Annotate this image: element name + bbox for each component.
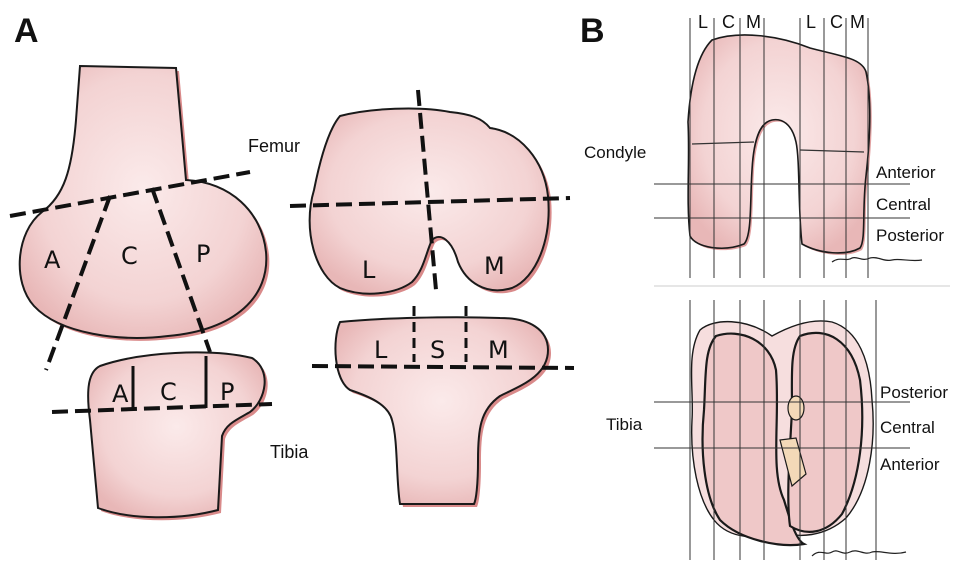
femur-zone-p: P	[196, 240, 210, 268]
condyle-label: Condyle	[584, 143, 646, 162]
tibia-zone-p: P	[220, 378, 234, 406]
coronal-tibia-zone-s: S	[430, 336, 445, 364]
tibia-b-label: Tibia	[606, 415, 643, 434]
col-header-l1: L	[698, 12, 708, 32]
panel-b-title: B	[580, 12, 605, 50]
tibia-row-central: Central	[880, 418, 935, 437]
col-header-m1: M	[746, 12, 761, 32]
coronal-femur	[290, 90, 570, 297]
femur-label: Femur	[248, 136, 300, 156]
condyle-row-anterior: Anterior	[876, 163, 936, 182]
tibia-zone-c: C	[160, 378, 177, 406]
tibia-label: Tibia	[270, 442, 309, 462]
col-header-m2: M	[850, 12, 865, 32]
tibia-row-anterior: Anterior	[880, 455, 940, 474]
tibia-zone-a: A	[112, 380, 129, 408]
coronal-femur-zone-l: L	[362, 256, 376, 284]
col-header-c2: C	[830, 12, 843, 32]
condyle-row-posterior: Posterior	[876, 226, 944, 245]
coronal-femur-zone-m: M	[484, 252, 505, 280]
femur-zone-a: A	[44, 246, 61, 274]
tibia-row-posterior: Posterior	[880, 383, 948, 402]
panel-a-title: A	[14, 12, 39, 50]
col-header-c1: C	[722, 12, 735, 32]
col-header-l2: L	[806, 12, 816, 32]
coronal-tibia-zone-m: M	[488, 336, 509, 364]
artist-signature-tibia	[812, 551, 906, 556]
condyle-row-central: Central	[876, 195, 931, 214]
coronal-tibia-zone-l: L	[374, 336, 388, 364]
condyle-axial-view	[688, 35, 872, 255]
sagittal-femur	[10, 66, 269, 370]
femur-zone-c: C	[121, 242, 138, 270]
